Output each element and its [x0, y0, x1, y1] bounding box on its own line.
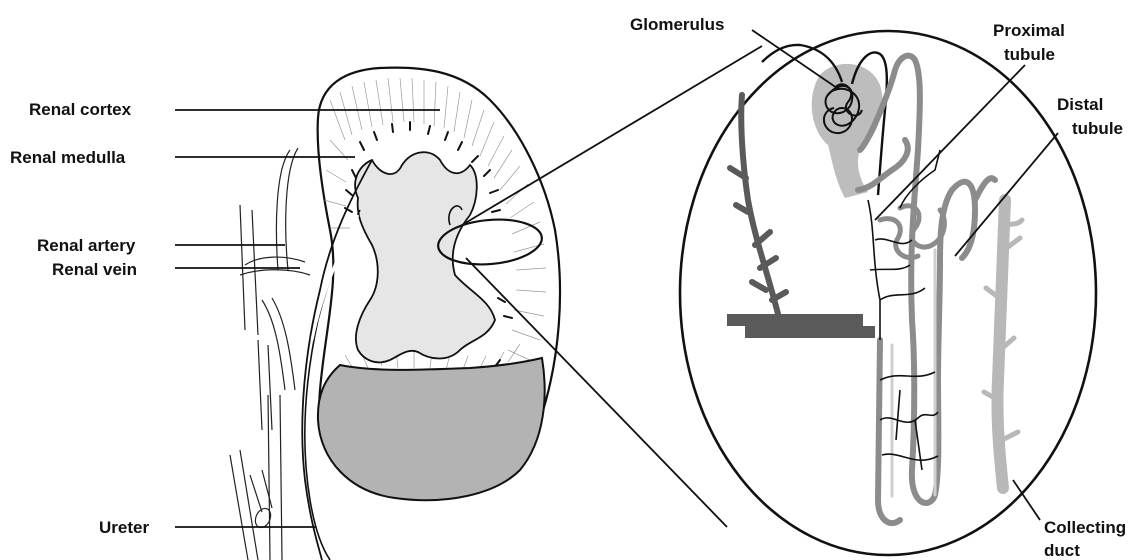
- label-renal-medulla: Renal medulla: [10, 148, 126, 167]
- label-proximal-tubule-2: tubule: [1004, 45, 1055, 64]
- vessel-base-bar: [727, 314, 863, 326]
- label-renal-artery: Renal artery: [37, 236, 136, 255]
- label-collecting-duct-1: Collecting: [1044, 518, 1126, 537]
- label-glomerulus: Glomerulus: [630, 15, 724, 34]
- kidney-illustration: [230, 68, 560, 560]
- label-collecting-duct-2: duct: [1044, 541, 1080, 560]
- label-distal-tubule-2: tubule: [1072, 119, 1123, 138]
- label-renal-vein: Renal vein: [52, 260, 137, 279]
- background-vessels: [230, 148, 310, 560]
- label-ureter: Ureter: [99, 518, 149, 537]
- label-renal-cortex: Renal cortex: [29, 100, 132, 119]
- nephron-magnified-view: [680, 31, 1096, 555]
- label-proximal-tubule-1: Proximal: [993, 21, 1065, 40]
- lower-lobe: [318, 358, 545, 500]
- label-distal-tubule-1: Distal: [1057, 95, 1103, 114]
